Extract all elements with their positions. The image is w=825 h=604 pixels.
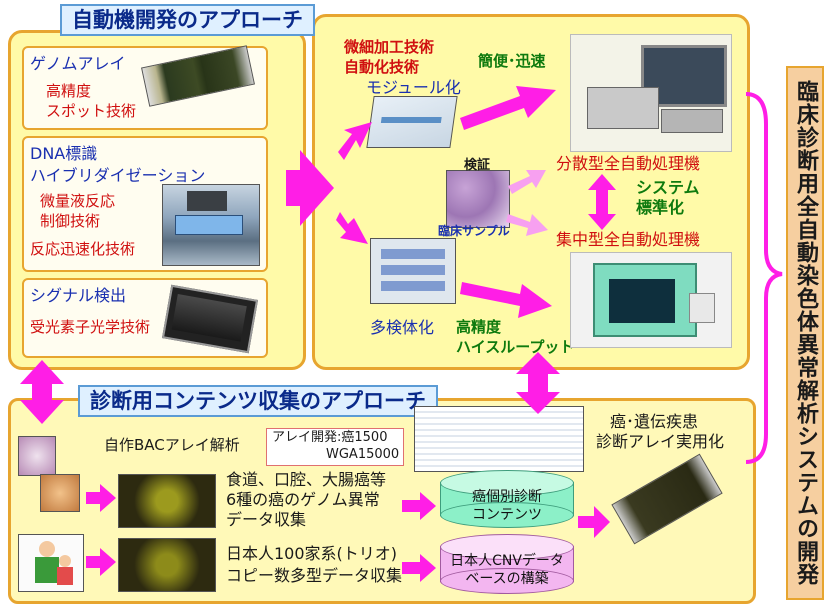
center-double-arrow (516, 352, 560, 414)
arrow-family-to-array (86, 548, 116, 576)
cancer-array-image (118, 474, 216, 528)
array-development-box (266, 428, 404, 466)
genome-array-line1: 高精度 (46, 82, 92, 100)
hybridization-title: ハイブリダイゼーション (30, 166, 206, 185)
cnv-database-line1: 日本人CNVデータ (450, 553, 564, 569)
clinical-sample-label: 臨床サンプル (438, 224, 510, 238)
practical-line2: 診断アレイ実用化 (596, 432, 725, 451)
bac-array-label: 自作BACアレイ解析 (104, 436, 240, 454)
content-collection-title: 診断用コンテンツ収集のアプローチ (78, 385, 438, 417)
dna-labeling-title: DNA標識 (30, 144, 98, 163)
family-line2: コピー数多型データ収集 (226, 566, 403, 585)
arrow-family-to-db (402, 554, 436, 582)
cancer-line2: 6種の癌のゲノム異常 (226, 490, 380, 509)
right-brace (745, 92, 783, 464)
distributed-processor-label: 分散型全自動処理機 (556, 154, 701, 173)
genome-array-line2: スポット技術 (46, 102, 137, 120)
clinical-sample-image (446, 170, 510, 228)
family-illustration-image (18, 534, 84, 592)
verify-arrow-up (508, 170, 546, 194)
tissue-sample-image-2 (40, 474, 80, 512)
dna-line3: 反応迅速化技術 (30, 240, 136, 258)
system-development-side-title: 臨床診断用全自動染色体異常解析システムの開発 (786, 66, 824, 600)
arrow-tissue-to-array (86, 484, 116, 512)
verification-label: 検証 (464, 158, 491, 173)
practical-line1: 癌･遺伝疾患 (610, 412, 699, 431)
microfab-tech-label: 微細加工技術 (344, 38, 435, 56)
arrow-to-slides (336, 212, 368, 244)
cancer-line3: データ収集 (226, 510, 307, 529)
microfluidic-device-image (162, 184, 260, 266)
arrow-to-centralized (460, 282, 552, 318)
distributed-machine-image (570, 34, 732, 152)
cancer-content-database: 癌個別診断 コンテンツ (440, 470, 574, 528)
array-slides-image (370, 238, 456, 304)
modularization-label: モジュール化 (366, 78, 461, 97)
high-precision-label: 高精度 (456, 318, 502, 336)
genome-array-title: ゲノムアレイ (30, 54, 126, 73)
left-double-arrow (20, 360, 64, 424)
cnv-array-image (118, 538, 216, 592)
centralized-processor-label: 集中型全自動処理機 (556, 230, 701, 249)
family-line1: 日本人100家系(トリオ) (226, 544, 398, 563)
cnv-database: 日本人CNVデータ ベースの構築 (440, 534, 574, 594)
cnv-database-line2: ベースの構築 (465, 571, 549, 587)
high-throughput-label: ハイスループット (456, 338, 575, 356)
system-label: システム (636, 178, 700, 197)
array-dev-line2: WGA15000 (326, 447, 400, 462)
array-dev-line1: アレイ開発:癌1500 (272, 430, 388, 445)
centralized-machine-image (570, 252, 732, 348)
tissue-sample-image-1 (18, 436, 56, 476)
arrow-cancer-to-db (402, 492, 436, 520)
dna-line1: 微量液反応 (40, 192, 116, 210)
multi-sample-label: 多検体化 (370, 318, 435, 337)
dna-line2: 制御技術 (40, 212, 101, 230)
arrow-to-module (338, 122, 372, 160)
cancer-content-line1: 癌個別診断 (472, 489, 542, 505)
big-right-arrow (286, 150, 334, 226)
simple-fast-label: 簡便･迅速 (478, 52, 546, 70)
arrow-to-distributed (460, 86, 556, 130)
automation-tech-label: 自動化技術 (344, 58, 420, 76)
signal-detection-title: シグナル検出 (30, 286, 127, 305)
system-double-arrow (588, 174, 616, 230)
signal-detection-line1: 受光素子光学技術 (30, 318, 151, 336)
analysis-screenshot-image (414, 406, 584, 472)
cancer-content-line2: コンテンツ (472, 507, 542, 523)
auto-machine-title: 自動機開発のアプローチ (60, 4, 315, 36)
verify-arrow-down (506, 214, 548, 236)
arrow-db-to-practical (578, 506, 610, 538)
standardization-label: 標準化 (636, 198, 685, 217)
cancer-line1: 食道、口腔、大腸癌等 (226, 470, 387, 489)
